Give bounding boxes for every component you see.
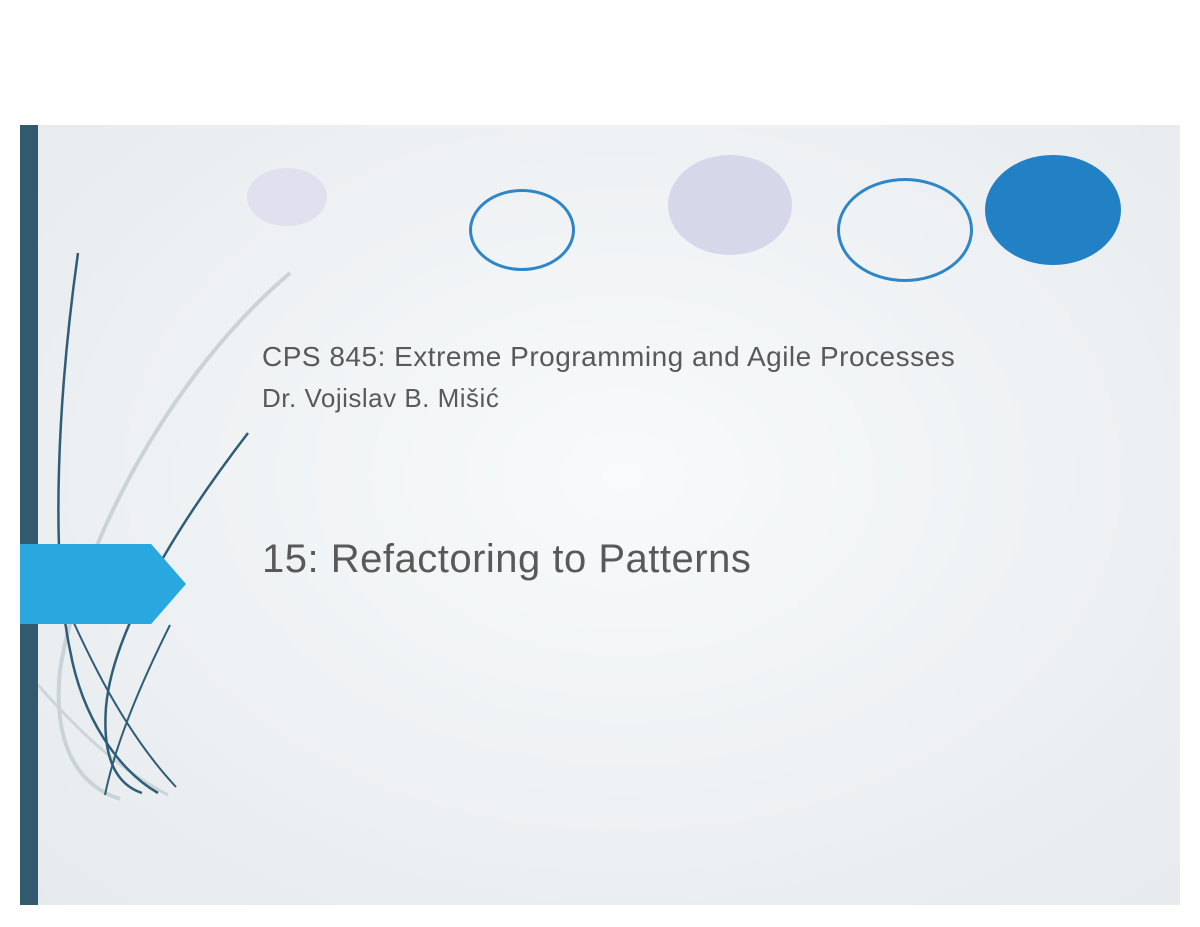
dark-curve-line bbox=[57, 252, 159, 795]
decorative-curve-lines bbox=[36, 252, 292, 801]
lavender-ellipse-small bbox=[247, 168, 327, 226]
light-curve-line bbox=[36, 684, 169, 797]
blue-outline-ellipse-large bbox=[837, 178, 973, 282]
slide-title: 15: Refactoring to Patterns bbox=[262, 537, 752, 581]
left-accent-bar bbox=[20, 125, 38, 905]
right-arrow-callout bbox=[20, 544, 186, 624]
slide-canvas: CPS 845: Extreme Programming and Agile P… bbox=[20, 125, 1180, 905]
lavender-ellipse-large bbox=[668, 155, 792, 255]
header-text-block: CPS 845: Extreme Programming and Agile P… bbox=[262, 335, 1142, 419]
blue-filled-ellipse bbox=[985, 155, 1121, 265]
light-curve-line bbox=[56, 271, 292, 801]
blue-outline-ellipse-small bbox=[469, 189, 575, 271]
course-line: CPS 845: Extreme Programming and Agile P… bbox=[262, 341, 956, 372]
author-line: Dr. Vojislav B. Mišić bbox=[262, 383, 500, 414]
dark-curve-line bbox=[104, 624, 171, 796]
